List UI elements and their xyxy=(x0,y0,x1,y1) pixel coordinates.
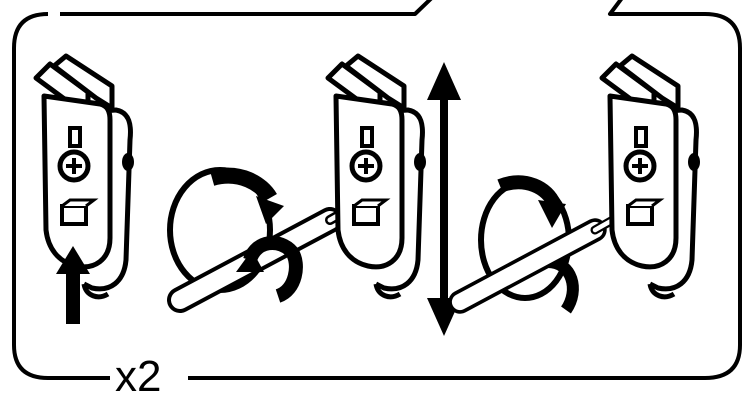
multiplier-label: x2 xyxy=(115,352,161,393)
step-3-adjust-height xyxy=(328,56,461,336)
step-1-push-up xyxy=(36,56,134,324)
step-2-loosen-screw xyxy=(170,170,362,300)
bracket-icon xyxy=(602,56,700,297)
bracket-icon xyxy=(328,56,426,297)
step-4-tighten-screw xyxy=(460,56,700,310)
bracket-icon xyxy=(36,56,134,297)
